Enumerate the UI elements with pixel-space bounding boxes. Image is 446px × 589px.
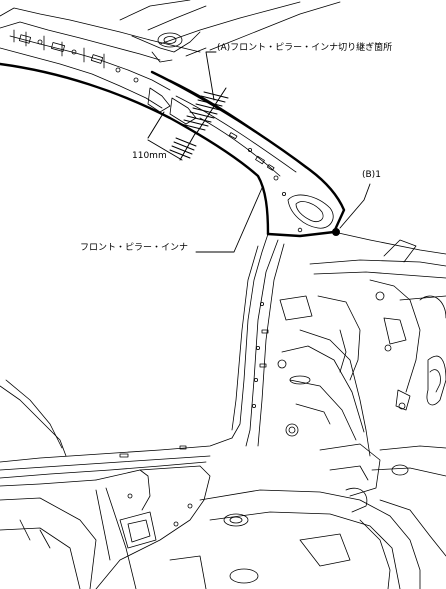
dash-panel (279, 231, 446, 477)
cut-point-label: (A)フロント・ピラー・インナ切り継ぎ箇所 (217, 43, 393, 53)
cut-line-a (180, 87, 229, 135)
windshield-header (119, 0, 341, 63)
center-pillar-lower (231, 233, 299, 447)
door-sill (0, 379, 233, 487)
leader-lines (195, 51, 371, 253)
dimension-label: 110mm (132, 151, 167, 161)
dimension-lines (147, 111, 197, 161)
part-name-label: フロント・ピラー・インナ (80, 243, 189, 253)
a-pillar (0, 62, 346, 238)
floor-pan (0, 465, 421, 589)
weld-point-b (331, 227, 340, 236)
weld-point-label: (B)1 (362, 170, 381, 180)
roof-side-rail (0, 7, 201, 125)
lower-right-parts (319, 443, 446, 589)
